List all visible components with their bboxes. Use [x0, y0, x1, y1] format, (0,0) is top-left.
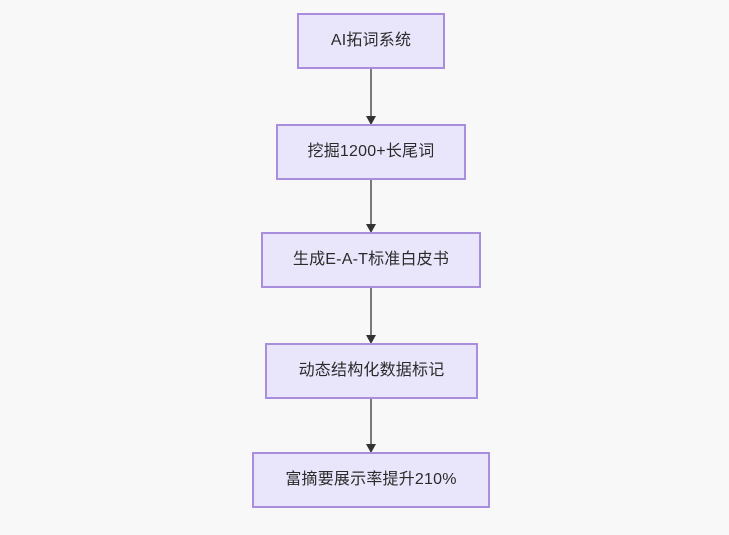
arrowhead-icon: [366, 224, 376, 233]
arrowhead-icon: [366, 116, 376, 125]
edge-n1-n2: [366, 69, 376, 125]
flow-node-label: 动态结构化数据标记: [298, 362, 445, 379]
flow-node-mine-longtail-keywords[interactable]: 挖掘1200+长尾词: [276, 124, 466, 180]
flow-node-label: 富摘要展示率提升210%: [285, 471, 457, 488]
flow-node-rich-snippet-impression-uplift[interactable]: 富摘要展示率提升210%: [252, 452, 490, 508]
edge-n4-n5: [366, 399, 376, 453]
flow-node-label: AI拓词系统: [330, 32, 412, 49]
arrowhead-icon: [366, 335, 376, 344]
edge-n3-n4: [366, 288, 376, 344]
edge-n2-n3: [366, 180, 376, 233]
flow-node-label: 挖掘1200+长尾词: [307, 143, 435, 160]
flow-node-generate-eat-whitepaper[interactable]: 生成E-A-T标准白皮书: [261, 232, 481, 288]
arrowhead-icon: [366, 444, 376, 453]
flow-node-dynamic-structured-data-markup[interactable]: 动态结构化数据标记: [265, 343, 478, 399]
flow-node-ai-keyword-system[interactable]: AI拓词系统: [297, 13, 445, 69]
flow-node-label: 生成E-A-T标准白皮书: [292, 251, 450, 268]
